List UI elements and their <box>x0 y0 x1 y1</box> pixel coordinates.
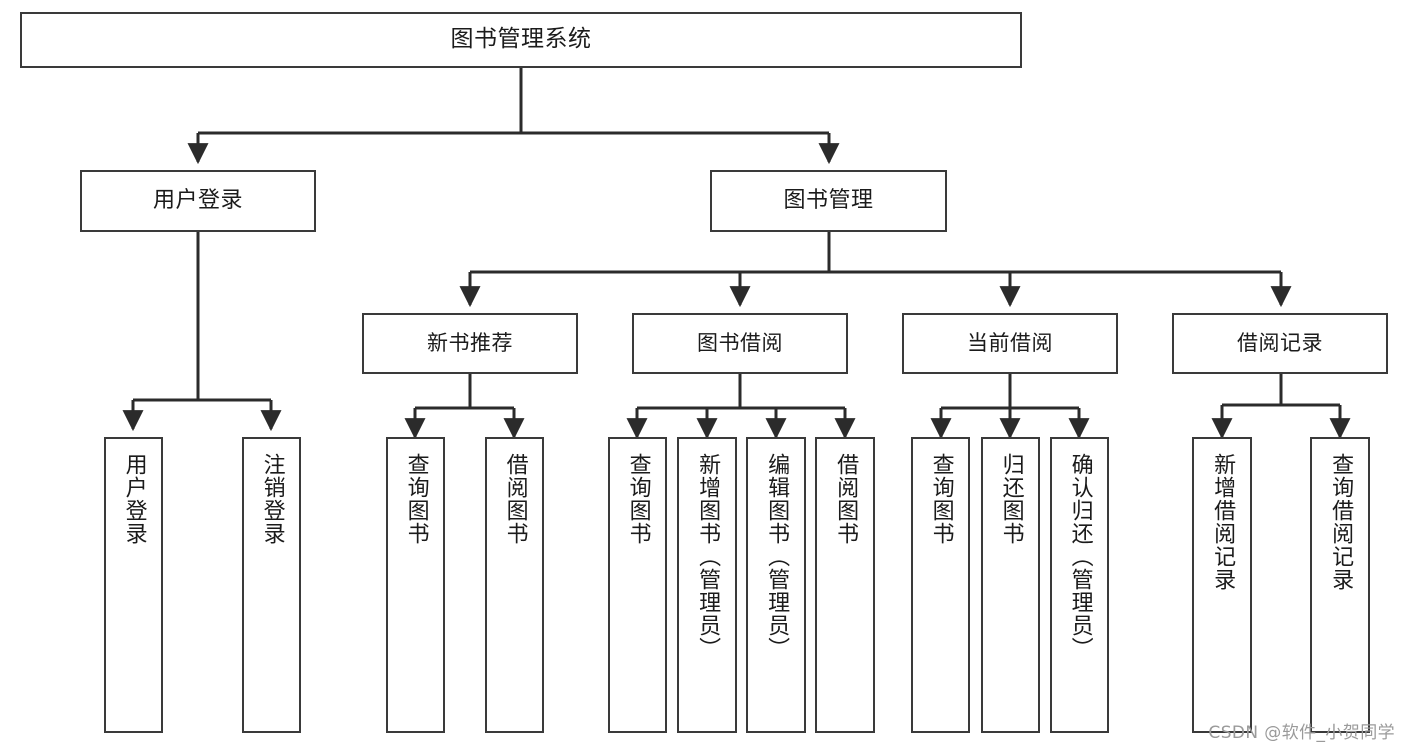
node-label: 查询图书 <box>928 453 954 545</box>
node-label: 图书管理系统 <box>450 26 592 53</box>
node-label: 新书推荐 <box>427 331 513 356</box>
leaf-user-login-logout[interactable]: 注销登录 <box>242 437 301 733</box>
leaf-current-borrow-query[interactable]: 查询图书 <box>911 437 970 733</box>
leaf-borrow-record-add[interactable]: 新增借阅记录 <box>1192 437 1252 733</box>
node-label: 新增借阅记录 <box>1210 453 1236 591</box>
leaf-book-borrow-borrow[interactable]: 借阅图书 <box>815 437 875 733</box>
leaf-new-book-query[interactable]: 查询图书 <box>386 437 445 733</box>
leaf-user-login-login[interactable]: 用户登录 <box>104 437 163 733</box>
leaf-book-borrow-query[interactable]: 查询图书 <box>608 437 667 733</box>
node-label: 图书管理 <box>783 188 874 214</box>
leaf-current-borrow-return[interactable]: 归还图书 <box>981 437 1040 733</box>
node-label: 用户登录 <box>121 453 147 545</box>
node-new-book-recommend[interactable]: 新书推荐 <box>362 313 578 374</box>
node-borrow-record[interactable]: 借阅记录 <box>1172 313 1388 374</box>
node-label: 当前借阅 <box>967 331 1053 356</box>
node-label: 借阅图书 <box>833 453 859 545</box>
node-label: 查询借阅记录 <box>1328 453 1354 591</box>
node-label: 新增图书（管理员） <box>695 453 721 660</box>
leaf-current-borrow-confirm-return[interactable]: 确认归还（管理员） <box>1050 437 1109 733</box>
node-book-borrow[interactable]: 图书借阅 <box>632 313 848 374</box>
node-book-management[interactable]: 图书管理 <box>710 170 947 232</box>
node-label: 查询图书 <box>403 453 429 545</box>
watermark: CSDN @软件_小贺同学 <box>1208 723 1395 743</box>
leaf-book-borrow-add[interactable]: 新增图书（管理员） <box>677 437 737 733</box>
node-label: 借阅记录 <box>1237 331 1323 356</box>
node-current-borrow[interactable]: 当前借阅 <box>902 313 1118 374</box>
node-root-system[interactable]: 图书管理系统 <box>20 12 1022 68</box>
node-label: 归还图书 <box>998 453 1024 545</box>
node-user-login[interactable]: 用户登录 <box>80 170 316 232</box>
node-label: 确认归还（管理员） <box>1067 453 1093 660</box>
leaf-book-borrow-edit[interactable]: 编辑图书（管理员） <box>746 437 806 733</box>
leaf-new-book-borrow[interactable]: 借阅图书 <box>485 437 544 733</box>
node-label: 编辑图书（管理员） <box>764 453 790 660</box>
node-label: 用户登录 <box>152 188 243 214</box>
node-label: 借阅图书 <box>502 453 528 545</box>
node-label: 查询图书 <box>625 453 651 545</box>
leaf-borrow-record-query[interactable]: 查询借阅记录 <box>1310 437 1370 733</box>
node-label: 图书借阅 <box>697 331 783 356</box>
node-label: 注销登录 <box>259 453 285 545</box>
